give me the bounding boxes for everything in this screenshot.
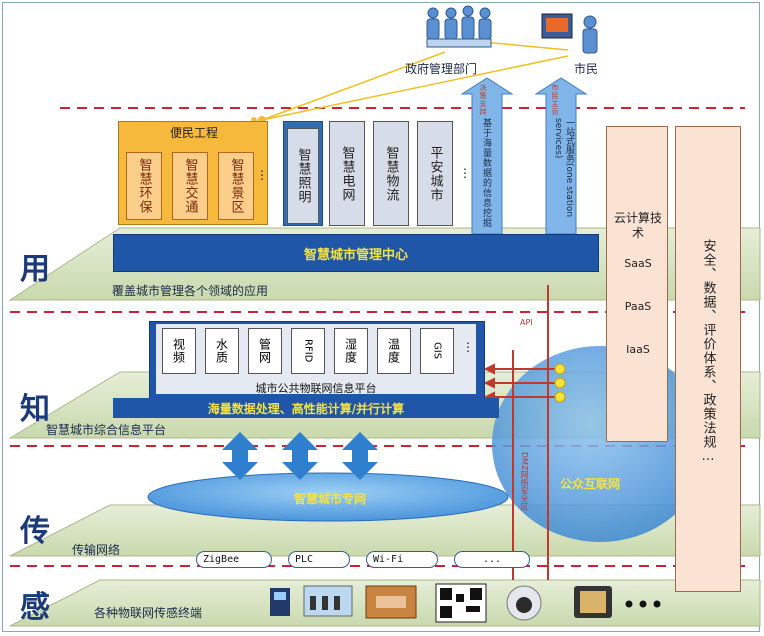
- management-center: 智慧城市管理中心: [113, 234, 599, 272]
- layer-transmit-caption: 传输网络: [72, 543, 121, 557]
- layer-know-label: 知: [20, 392, 50, 427]
- private-network-ellipse: [147, 472, 509, 522]
- security-column: 安全、数据、评价体系、政策法规…: [675, 126, 741, 592]
- module-humidity: 湿度: [334, 328, 368, 374]
- layer-know-caption: 智慧城市综合信息平台: [46, 423, 167, 437]
- cloud-paas: PaaS: [624, 300, 652, 313]
- app-smart-env: 智慧环保: [126, 152, 162, 220]
- app-smart-scenic: 智慧景区: [218, 152, 254, 220]
- platform-title: 城市公共物联网信息平台: [156, 380, 476, 395]
- layer-use-label: 用: [20, 252, 50, 287]
- arrow-data-mining: [460, 77, 514, 235]
- decision-support-label: 决策支持: [479, 84, 487, 116]
- module-rfid: RFID: [291, 328, 325, 374]
- api-label: API: [520, 318, 533, 327]
- arrow-one-stop: [534, 77, 588, 235]
- security-text: 安全、数据、评价体系、政策法规…: [700, 239, 716, 465]
- layer-sense-label: 感: [20, 590, 50, 625]
- tag-plc: PLC: [288, 551, 350, 568]
- cloud-title: 云计算技术: [613, 211, 662, 240]
- dmz-label: DMZ网络安全区: [520, 452, 529, 511]
- platform-more-icon: ⋮: [462, 340, 474, 354]
- bidirectional-arrows: [222, 432, 378, 480]
- cloud-iaas: IaaS: [626, 343, 650, 356]
- one-stop-label: 一站式服务(one station services): [553, 118, 574, 218]
- app-smart-grid: 智慧电网: [329, 121, 365, 226]
- private-network-label: 智慧城市专网: [293, 492, 366, 506]
- government-people-icon: [426, 5, 492, 48]
- cloud-saas: SaaS: [624, 257, 652, 270]
- tag-wifi: Wi-Fi: [366, 551, 438, 568]
- app-safe-city: 平安城市: [417, 121, 453, 226]
- app-smart-logistics: 智慧物流: [373, 121, 409, 226]
- government-label: 政府管理部门: [405, 62, 478, 76]
- module-temperature: 温度: [377, 328, 411, 374]
- cloud-column: 云计算技术 SaaS PaaS IaaS: [606, 126, 668, 442]
- public-internet-label: 公众互联网: [560, 477, 621, 491]
- platform-subtitle: 海量数据处理、高性能计算/并行计算: [113, 398, 499, 418]
- citizen-icon: [541, 13, 598, 54]
- citizen-label: 市民: [574, 62, 599, 76]
- data-mining-label: 基于海量数据的信息挖掘: [481, 118, 491, 228]
- tag-zigbee: ZigBee: [196, 551, 272, 568]
- app-smart-traffic: 智慧交通: [172, 152, 208, 220]
- module-pipe: 管网: [248, 328, 282, 374]
- tag-more: ...: [454, 551, 530, 568]
- layer-use-caption: 覆盖城市管理各个领域的应用: [112, 284, 269, 298]
- convenience-more-icon: ⋮: [256, 168, 268, 182]
- apps-more-icon: ⋮: [459, 166, 471, 180]
- citizen-service-label: 市民主页: [551, 84, 559, 116]
- layer-transmit-label: 传: [20, 514, 50, 549]
- module-video: 视频: [162, 328, 196, 374]
- module-water: 水质: [205, 328, 239, 374]
- convenience-title: 便民工程: [169, 126, 218, 140]
- layer-sense-caption: 各种物联网传感终端: [94, 606, 203, 620]
- module-gis: GIS: [420, 328, 454, 374]
- sensor-devices: [270, 583, 661, 623]
- app-smart-lighting: 智慧照明: [287, 128, 319, 224]
